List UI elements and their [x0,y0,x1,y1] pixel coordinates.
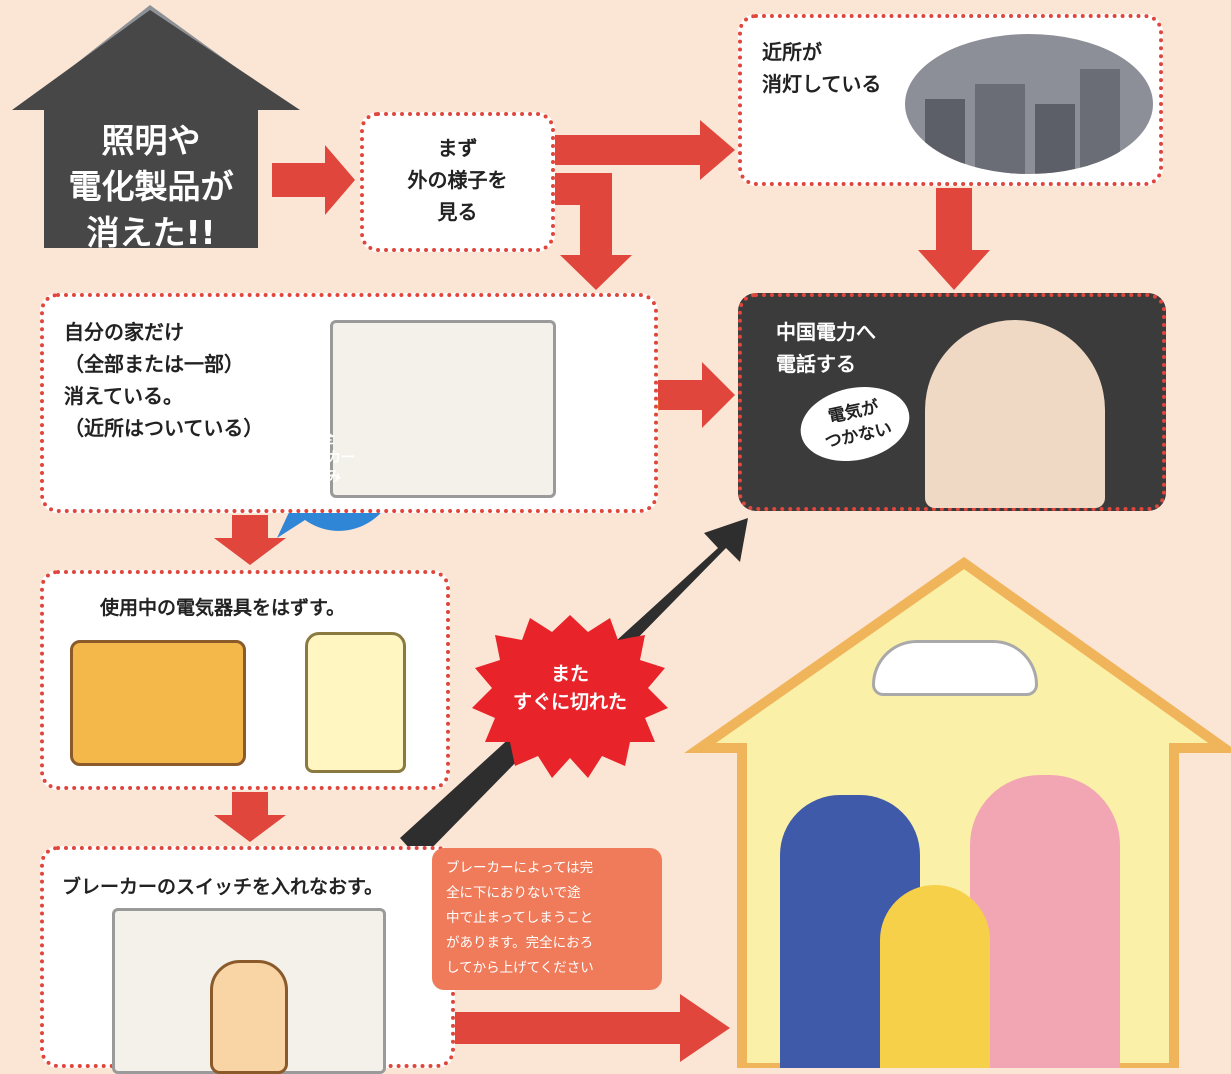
pointing-hand-illustration [210,960,288,1074]
town-illustration [905,34,1153,174]
burst-shape [472,615,668,778]
burst-text: また すぐに切れた [512,663,627,713]
toaster-oven-illustration [70,640,246,766]
breaker-panel-illustration [330,320,556,498]
woman-on-phone-illustration [925,320,1105,508]
arrow-look-to-neighborhood [555,120,735,180]
arrow-house-to-look [272,145,355,215]
arrow-switch-to-house [455,994,730,1062]
own-house-text: 自分の家だけ （全部または一部） 消えている。 （近所はついている） [64,320,264,440]
call-utility-text: 中国電力へ 電話する [776,320,876,376]
start-house-text: 照明や 電化製品が 消えた!! [68,121,234,252]
arrow-own-to-call [655,362,735,428]
kettle-illustration [305,632,406,773]
breaker-off-bubble-text: 安全 ブレーカー つまみ 切 [285,431,355,506]
start-house-shape [12,10,300,248]
note-text: ブレーカーによっては完 全に下におりないで途 中で止まってしまうこと があります… [446,860,594,976]
ceiling-lamp-illustration [872,640,1038,696]
switch-on-text: ブレーカーのスイッチを入れなおす。 [62,876,384,898]
look-outside-text: まず 外の様子を 見る [407,136,508,224]
look-outside-box [360,112,555,252]
arrow-look-to-own [555,173,632,290]
note-box [432,848,662,990]
flow-arrows [214,120,990,1062]
breaker-on-bubble-text: 安全 ブレーカー つまみ 入 [585,363,655,438]
family-illustration [780,775,1140,1068]
arrow-own-to-unplug [214,515,286,565]
arrow-unplug-to-switch [214,792,286,842]
unplug-text: 使用中の電気器具をはずす。 [100,597,346,619]
arrow-neighborhood-to-call [918,188,990,290]
neighborhood-text: 近所が 消灯している [762,40,882,96]
